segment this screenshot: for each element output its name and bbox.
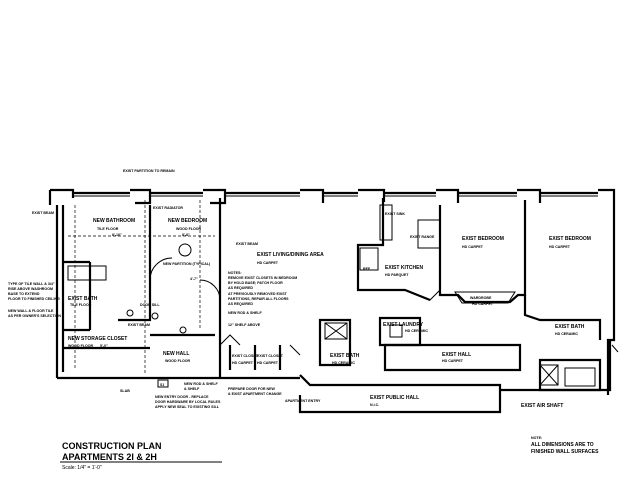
note-left: TYPE OF TILE WALL & 3/4" [8,282,55,286]
label-sink: EXIST SINK [385,212,405,216]
note-line: REMOVE EXIST CLOSETS IN BEDROOM [228,276,297,280]
room-bath-new: EXIST BATH [68,296,98,302]
washer [389,324,403,338]
tag-circle [178,243,192,257]
note-entry: DOOR HARDWARE BY LOCAL RULES [155,400,221,404]
label-door-sill: DOOR SILL [140,303,160,307]
label-wardrobe: WARDROBE [470,296,492,300]
shower-2 [324,322,348,340]
note-left: FLOOR TO FINISHED CEILING [8,297,60,301]
tag-box [157,379,169,388]
room-new-hall: NEW HALL [163,351,189,357]
label-slab: SLAB [120,389,130,393]
room-public-hall: EXIST PUBLIC HALL [370,395,419,401]
room-new-bathroom: NEW BATHROOM [93,218,135,224]
room-storage: NEW STORAGE CLOSET [68,336,127,342]
label-partition: EXIST PARTITION TO REMAIN [123,169,175,173]
finish-laundry: HD CERAMIC [405,329,428,333]
finish-living: HD CARPET [257,261,279,265]
room-air-shaft: EXIST AIR SHAFT [521,403,563,409]
finish-bedroom-1: HD CARPET [462,245,484,249]
label-ref: REF. [363,267,371,271]
dim-new-bathroom: 8'-10" [112,233,122,237]
interior-walls [63,198,602,392]
finish-bedroom-2: HD CARPET [549,245,571,249]
room-entry: APARTMENT ENTRY [285,399,321,403]
room-bedroom-1: EXIST BEDROOM [462,236,504,242]
room-bath-3: EXIST BATH [555,324,585,330]
finish-bath-new: TILE FLOOR [70,303,92,307]
finish-closet-1: HD CARPET [232,361,254,365]
note-left: NEW WALL & FLOOR TILE [8,309,54,313]
room-new-bedroom: NEW BEDROOM [168,218,207,224]
dim-new-bedroom: 8'-8" [182,233,190,237]
note-left: BASE TO EXTEND [8,292,40,296]
scale-label: Scale: 1/4" = 1'-0" [62,465,102,471]
room-laundry: EXIST LAUNDRY [383,322,424,328]
room-closet-1: EXIST CLOSET [232,354,259,358]
label-new-rod: NEW ROD & SHELF [228,311,263,315]
note-line-2: FINISHED WALL SURFACES [531,449,599,455]
finish-new-bedroom: WOOD FLOOR [176,227,202,231]
tag-s1: S1 [160,383,164,387]
title-block: CONSTRUCTION PLAN APARTMENTS 2I & 2H Sca… [60,441,222,471]
note-prep: PREPARE DOOR FOR NEW [228,387,275,391]
note-left: RISE ABOVE WASHROOM [8,287,53,291]
tub-2 [564,367,596,387]
room-kitchen: EXIST KITCHEN [385,265,423,271]
finish-bath-2: HD CERAMIC [332,361,355,365]
label-new-partition: NEW PARTITION (TYPICAL) [163,262,211,266]
note-left: AS PER OWNER'S SELECTION [8,314,61,318]
label-range: EXIST RANGE [410,235,435,239]
note-entry: NEW ENTRY DOOR - REPLACE [155,395,209,399]
exterior-walls [48,188,619,414]
finish-new-bathroom: TILE FLOOR [97,227,119,231]
note-line: AS REQUIRED [228,302,253,306]
label-beam: EXIST BEAM [32,211,54,215]
note-line: AT PREVIOUSLY REMOVED EXIST [228,292,288,296]
finish-storage: WOOD FLOOR [68,344,94,348]
title-line-2: APARTMENTS 2I & 2H [62,452,157,462]
room-closet-2: EXIST CLOSET [257,354,284,358]
dim-label: 4'-7" [190,277,198,281]
room-bedroom-2: EXIST BEDROOM [549,236,591,242]
finish-hall: HD CARPET [442,359,464,363]
label-beam-3: EXIST BEAM [128,323,150,327]
label-shelf: 12" SHELF ABOVE [228,323,261,327]
shower [539,364,559,386]
finish-new-hall: WOOD FLOOR [165,359,191,363]
finish-closet-2: HD CARPET [257,361,279,365]
dim-storage: 5'-0" [100,344,108,348]
notes-heading: NOTES: [228,271,242,275]
label-radiator: EXIST RADIATOR [153,206,183,210]
finish-wardrobe: HD CARPET [472,302,494,306]
title-line-1: CONSTRUCTION PLAN [62,441,162,451]
note-heading: NOTE: [531,436,542,440]
label-beam-2: EXIST BEAM [236,242,258,246]
note-line: BY HOLD BASE; PATCH FLOOR [228,281,283,285]
note-line: AS REQUIRED [228,286,253,290]
note-line-1: ALL DIMENSIONS ARE TO [531,442,594,448]
finish-public-hall: N.I.C. [370,403,379,407]
room-living: EXIST LIVING/DINING AREA [257,252,324,258]
label-rod-2b: & SHELF [184,387,200,391]
label-rod-2: NEW ROD & SHELF [184,382,219,386]
note-line: PARTITIONS, REPAIR ALL FLOORS [228,297,289,301]
finish-kitchen: HD PARQUET [385,273,409,277]
note-entry: APPLY NEW SEAL TO EXISTING SILL [155,405,220,409]
finish-bath-3: HD CERAMIC [555,332,578,336]
room-hall: EXIST HALL [442,352,471,358]
bathtub [67,265,107,281]
note-prep: & EXIST APARTMENT CHANGE [228,392,282,396]
fixtures [67,243,596,387]
room-bath-2: EXIST BATH [330,353,360,359]
